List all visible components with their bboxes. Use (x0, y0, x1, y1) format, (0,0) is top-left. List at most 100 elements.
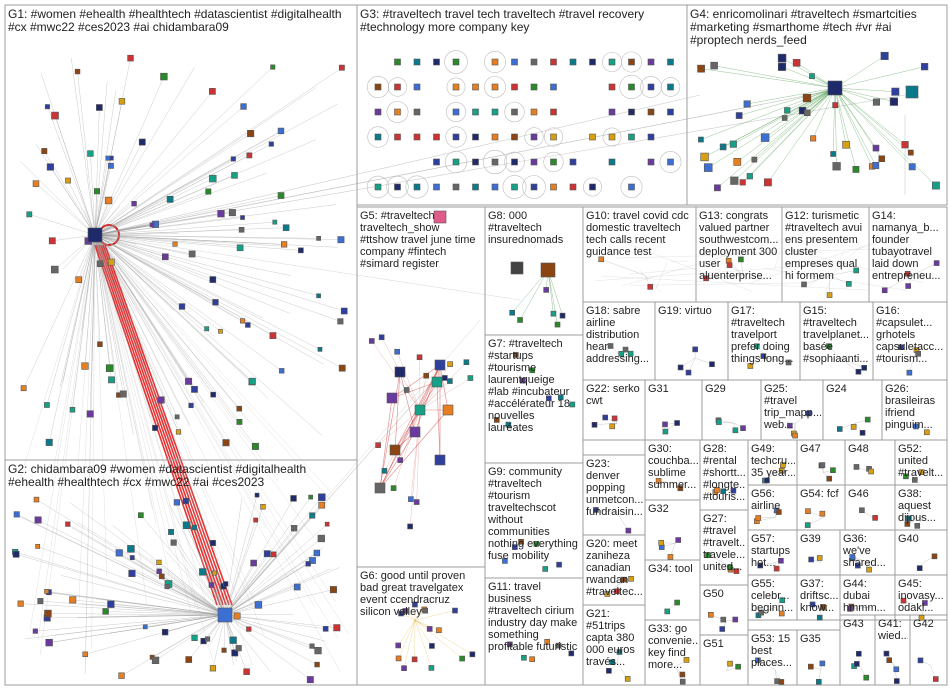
g3-node (472, 83, 479, 91)
group-label-g29: G29 (705, 383, 726, 395)
edge (224, 524, 328, 616)
edge (70, 502, 226, 616)
edge (81, 234, 96, 331)
group-label-g16: G16: #capsulet... grhotels capsuletacc..… (876, 305, 944, 365)
g8-node (550, 310, 557, 317)
g1-node (272, 219, 278, 225)
g2-node (35, 543, 41, 549)
edge (94, 234, 134, 435)
edge (901, 247, 924, 256)
g1-node (160, 72, 168, 81)
g2-node (173, 499, 181, 506)
g2-node (223, 581, 229, 587)
edge (419, 375, 427, 411)
self-loop (405, 175, 429, 199)
g2-node (314, 661, 320, 668)
edge (384, 409, 421, 471)
small-group-node (778, 610, 785, 617)
small-group-node (916, 565, 923, 571)
group-label-g51: G51 (703, 638, 724, 650)
g3-node (550, 58, 557, 66)
g2-node (13, 511, 20, 518)
small-group-node (931, 553, 938, 560)
edge (414, 619, 439, 631)
g4-node (714, 184, 721, 192)
g5-node (413, 499, 420, 505)
edge (616, 252, 823, 259)
edge (94, 234, 264, 635)
small-group-node (778, 679, 785, 685)
edge (94, 94, 701, 236)
edge (131, 573, 226, 616)
g5-node (390, 485, 397, 491)
edge (419, 362, 467, 411)
g1-node (86, 410, 94, 418)
g2-node (309, 557, 316, 564)
g1-node (166, 195, 174, 203)
small-group-node (805, 410, 812, 417)
g4-node (852, 166, 860, 173)
g3-node (472, 183, 479, 191)
small-group-node (708, 611, 714, 618)
edge (94, 234, 521, 301)
g9-node (542, 566, 548, 572)
g2-node (253, 517, 259, 523)
g4-node (697, 64, 705, 73)
group-label-g30: G30: couchba... sublime summer... (648, 443, 698, 491)
g11-node (529, 656, 535, 663)
edge (747, 87, 836, 105)
small-group-node (859, 430, 866, 436)
edge (94, 233, 179, 236)
g5-node (394, 348, 400, 355)
edge (834, 87, 906, 145)
edge (29, 234, 96, 630)
g4-node (908, 163, 916, 171)
g3-node (550, 108, 557, 116)
g4-node (907, 149, 914, 156)
group-box-g1 (4, 4, 358, 461)
edge (94, 221, 275, 236)
g3-node (433, 133, 440, 141)
edge (94, 234, 220, 488)
g1-node (65, 177, 71, 184)
g3-node (628, 83, 635, 91)
edge (774, 255, 779, 271)
g8-node (517, 317, 523, 323)
edge (419, 377, 471, 411)
g3-node (511, 158, 518, 166)
g3-node (452, 183, 460, 191)
g6-node (469, 651, 476, 658)
g11-node (507, 641, 513, 648)
edge (94, 234, 170, 576)
edge (170, 531, 226, 616)
edge (749, 232, 905, 284)
edge (94, 143, 272, 236)
edge (707, 226, 725, 229)
g2-node (322, 626, 329, 632)
g4-node (751, 156, 758, 163)
edge (700, 87, 836, 140)
edge (594, 422, 618, 426)
group-label-g56: G56: airline (751, 488, 781, 512)
small-group-node (732, 427, 739, 434)
edge (808, 245, 864, 287)
group-label-g48: G48 (848, 443, 869, 455)
edge (46, 234, 96, 406)
g1-node (108, 376, 115, 384)
g2-node (115, 549, 123, 557)
group-label-g41: G41: wied... (878, 618, 908, 642)
g2-node (32, 628, 38, 634)
edge (78, 234, 96, 602)
small-group-node (758, 609, 765, 616)
small-group-node (679, 671, 686, 678)
small-group-node (850, 424, 857, 430)
small-group-node (778, 467, 785, 474)
group-label-g5: G5: #traveltech traveltech_show #ttshow … (360, 210, 476, 270)
edge (414, 619, 463, 659)
g2-node (142, 624, 148, 630)
g3-node (530, 108, 538, 116)
g1-node (245, 322, 251, 328)
edge (224, 498, 294, 616)
edge (51, 592, 226, 616)
edge (707, 555, 727, 565)
